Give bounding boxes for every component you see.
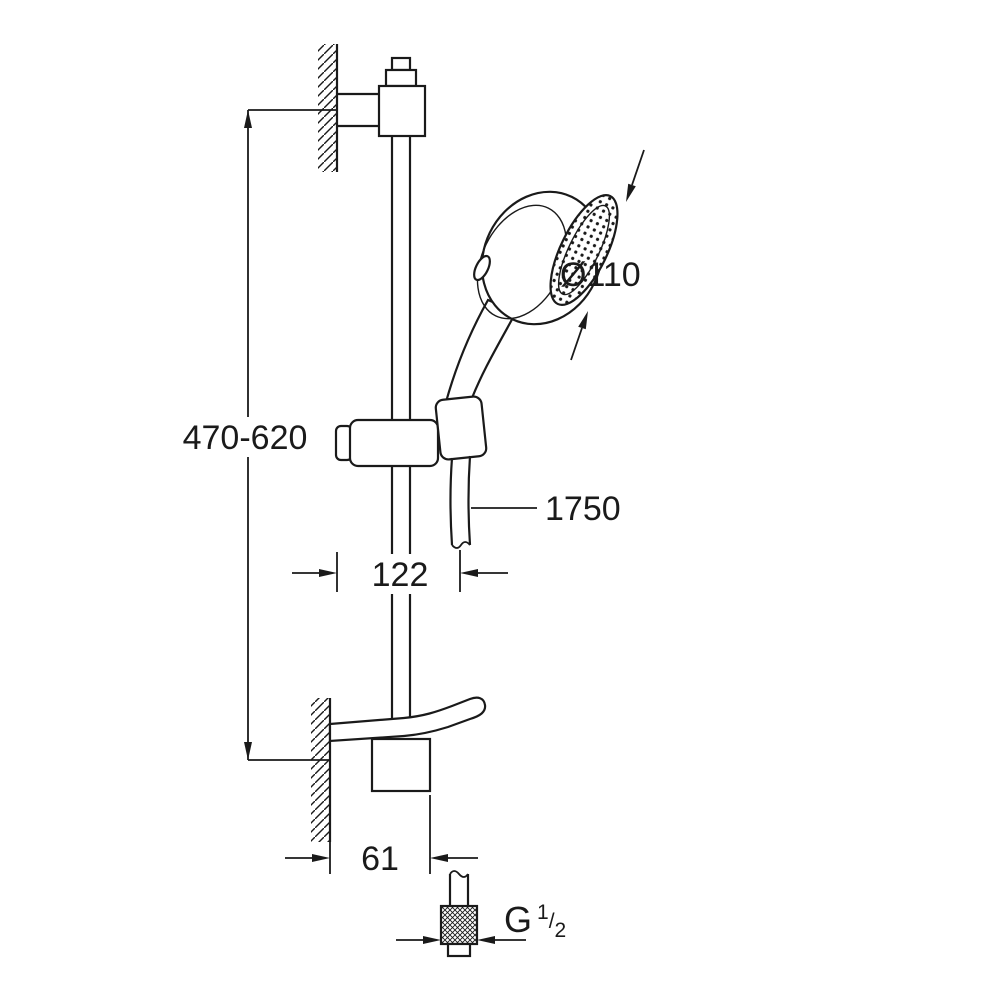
holder-cup bbox=[434, 395, 488, 461]
spray-face bbox=[549, 194, 619, 306]
arrow-right-icon bbox=[423, 936, 441, 944]
shower-hose bbox=[449, 455, 472, 549]
spray-mode-button bbox=[473, 254, 491, 282]
arrow-right-icon bbox=[312, 854, 330, 862]
thread-numerator: 1 bbox=[537, 901, 549, 924]
hose-break-line bbox=[451, 541, 471, 549]
arrow-diagonal-down-icon bbox=[626, 183, 636, 202]
bottom-bracket bbox=[328, 696, 487, 793]
dimension-projection-label: 122 bbox=[372, 556, 429, 594]
bottom-escutcheon bbox=[370, 737, 432, 793]
arrow-up-icon bbox=[244, 110, 252, 128]
top-escutcheon bbox=[377, 84, 427, 138]
dimension-wall-offset-label: 61 bbox=[361, 840, 399, 878]
dimension-head-diameter: Ø110 bbox=[560, 149, 645, 361]
arrow-down-icon bbox=[244, 742, 252, 760]
wall-hatch-bottom bbox=[311, 698, 330, 842]
dimension-hose-length: 1750 bbox=[471, 490, 621, 528]
holder-body bbox=[348, 418, 440, 468]
rail-top-cap bbox=[384, 68, 418, 88]
wall-hatch-top bbox=[318, 44, 337, 172]
bracket-shelf bbox=[328, 696, 487, 743]
wall-mount-top bbox=[337, 56, 427, 138]
dimension-head-diameter-label: Ø110 bbox=[560, 256, 641, 294]
arrow-left-icon bbox=[430, 854, 448, 862]
wall-section-bottom bbox=[311, 698, 332, 842]
thread-slash: / bbox=[549, 910, 555, 933]
dimension-projection: 122 bbox=[292, 550, 508, 594]
connector-collar bbox=[446, 942, 472, 958]
connector-break-line bbox=[449, 870, 469, 878]
arrow-diagonal-up-icon bbox=[578, 311, 588, 330]
thread-g: G bbox=[504, 899, 532, 940]
dimension-height-range-label: 470-620 bbox=[183, 419, 308, 457]
arrow-left-icon bbox=[460, 569, 478, 577]
thread-denominator: 2 bbox=[555, 919, 567, 942]
arrow-right-icon bbox=[319, 569, 337, 577]
knurled-nut bbox=[439, 904, 479, 946]
dimension-wall-offset: 61 bbox=[285, 795, 478, 878]
arrow-left-icon bbox=[477, 936, 495, 944]
wall-section-top bbox=[318, 44, 339, 172]
slider-holder bbox=[334, 395, 488, 468]
rail-end-plug bbox=[390, 56, 412, 72]
hand-shower bbox=[444, 190, 619, 404]
hose-connector bbox=[439, 870, 479, 958]
dimension-hose-length-label: 1750 bbox=[545, 490, 621, 528]
dimension-height-range: 470-620 bbox=[168, 109, 337, 761]
